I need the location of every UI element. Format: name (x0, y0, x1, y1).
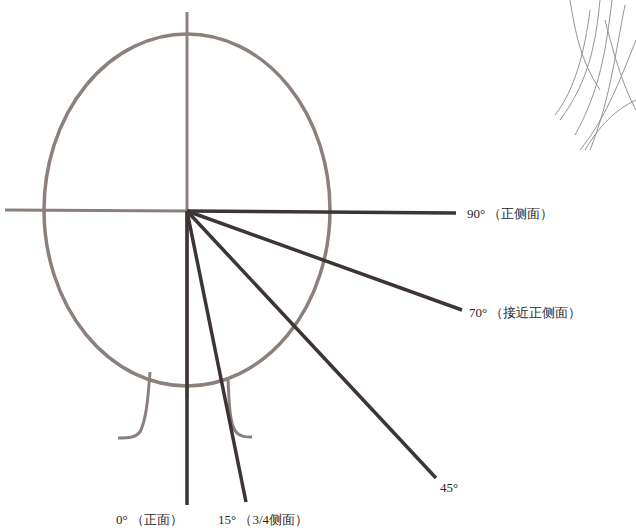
angle-label: 90° （正侧面） (467, 206, 553, 222)
ray-45 (187, 211, 436, 478)
ray-0 (185, 211, 189, 505)
angle-label: 15° （3/4侧面） (218, 512, 308, 528)
angle-label: 0° （正面） (116, 512, 183, 528)
eye-line (5, 210, 187, 211)
hair-sketch (555, 0, 636, 150)
neck-left (118, 372, 150, 438)
ray-15 (187, 211, 246, 502)
ray-90 (187, 211, 456, 213)
angle-label: 70° （接近正侧面） (469, 305, 581, 321)
angle-label: 45° (440, 480, 458, 496)
ray-70 (187, 211, 462, 310)
angle-rays (187, 211, 462, 505)
